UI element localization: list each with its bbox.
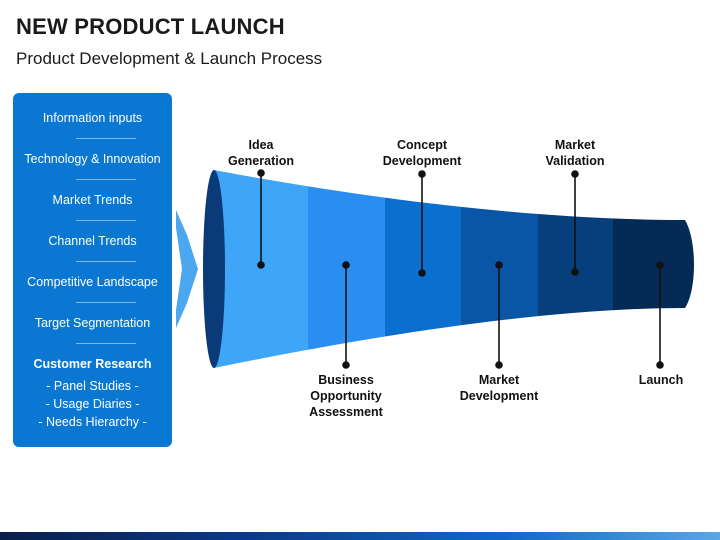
research-item-panel-studies: - Panel Studies - (46, 379, 139, 393)
page-title: NEW PRODUCT LAUNCH (16, 14, 285, 39)
stage-label-line: Validation (545, 154, 605, 168)
connector-dot (342, 361, 350, 369)
input-divider (76, 138, 136, 139)
connector-dot (257, 169, 265, 177)
stage-label-line: Opportunity (310, 389, 382, 403)
stage-label-line: Business (318, 373, 374, 387)
stage-label-line: Idea (248, 138, 274, 152)
stage-label-line: Assessment (309, 405, 383, 419)
input-divider (76, 261, 136, 262)
input-divider (76, 220, 136, 221)
flow-arrow-icon (176, 210, 198, 328)
inputs-panel: Information inputs Technology & Innovati… (13, 93, 172, 447)
funnel-mouth (203, 170, 225, 368)
connector-dot (656, 261, 664, 269)
stage-label-line: Market (478, 373, 520, 387)
customer-research-title: Customer Research (33, 357, 152, 371)
connector-dot (571, 268, 579, 276)
connector-dot (418, 170, 426, 178)
connector-dot (342, 261, 350, 269)
input-divider (76, 343, 136, 344)
stage-label-idea: Idea Generation (206, 137, 316, 169)
stage-label-concept: Concept Development (367, 137, 477, 169)
stage-label-line: Generation (228, 154, 294, 168)
connector-dot (495, 261, 503, 269)
funnel-segment-launch (613, 170, 694, 368)
stage-label-line: Market (554, 138, 596, 152)
connector-dot (495, 361, 503, 369)
input-item-channel-trends: Channel Trends (48, 234, 137, 248)
connector-dot (257, 261, 265, 269)
page-subtitle: Product Development & Launch Process (16, 49, 323, 68)
input-item-market-trends: Market Trends (52, 193, 133, 207)
research-item-needs-hierarchy: - Needs Hierarchy - (38, 415, 147, 429)
input-item-competitive-landscape: Competitive Landscape (27, 275, 158, 289)
stage-label-line: Development (382, 154, 462, 168)
input-item-information: Information inputs (42, 111, 143, 125)
research-item-usage-diaries: - Usage Diaries - (45, 397, 140, 411)
input-divider (76, 179, 136, 180)
connector-dot (418, 269, 426, 277)
stage-label-launch: Launch (606, 372, 716, 388)
connector-dot (571, 170, 579, 178)
stage-label-market-development: Market Development (444, 372, 554, 404)
footer-bar (0, 532, 720, 540)
connector-dot (656, 361, 664, 369)
stage-label-business: Business Opportunity Assessment (291, 372, 401, 420)
stage-label-market-validation: Market Validation (520, 137, 630, 169)
stage-label-line: Development (459, 389, 539, 403)
stage-label-line: Concept (397, 138, 447, 152)
stage-label-line: Launch (638, 373, 684, 387)
input-item-technology: Technology & Innovation (24, 152, 161, 166)
input-item-target-segmentation: Target Segmentation (34, 316, 151, 330)
input-divider (76, 302, 136, 303)
